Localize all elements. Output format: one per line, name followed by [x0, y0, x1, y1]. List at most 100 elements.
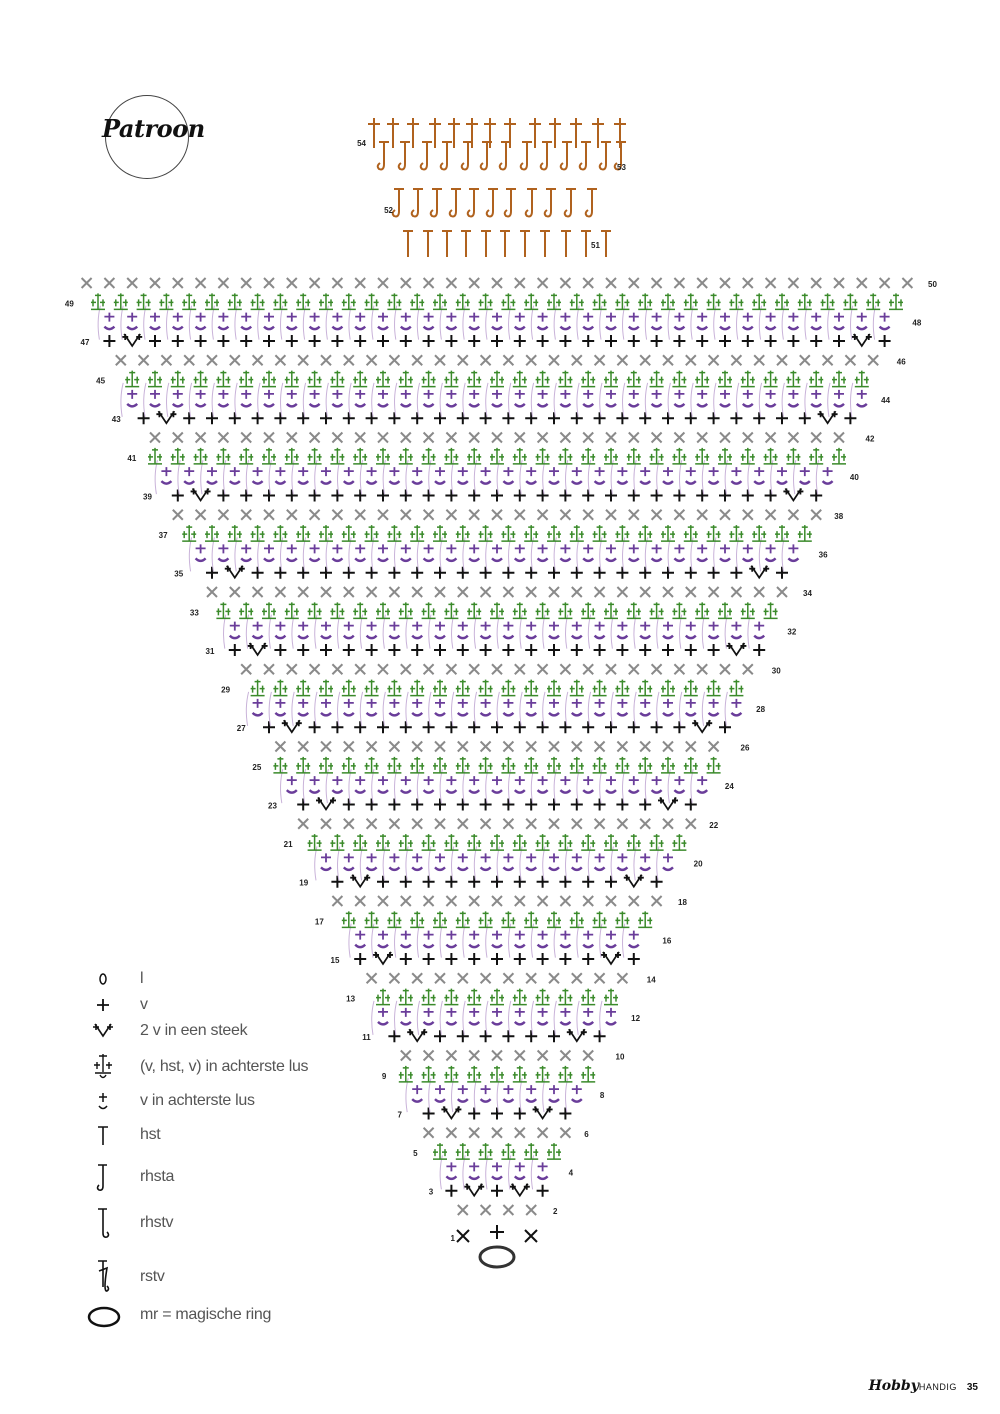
loop-arc: [542, 691, 546, 726]
loop-arc: [587, 460, 592, 495]
legend-item-val: v in achterste lus: [80, 1082, 400, 1122]
back-loop-arc: [434, 480, 446, 485]
back-loop-arc: [559, 402, 572, 408]
loop-arc: [633, 460, 637, 495]
back-loop-mark: [537, 930, 548, 940]
back-loop-arc: [593, 711, 606, 717]
back-loop-mark: [321, 698, 331, 708]
loop-arc: [485, 382, 489, 417]
single-crochet-mark: [411, 412, 424, 425]
single-crochet-mark: [753, 354, 765, 366]
shell-stitch-mark: [683, 679, 698, 697]
loop-arc: [485, 923, 489, 958]
single-crochet-mark: [764, 277, 777, 289]
loop-arc: [644, 305, 649, 340]
back-loop-mark: [252, 467, 263, 477]
round-label: 10: [616, 1053, 625, 1062]
single-crochet-mark: [491, 489, 503, 502]
shell-stitch-mark: [558, 988, 573, 1006]
single-crochet-mark: [320, 740, 332, 753]
round-51: [403, 230, 611, 257]
shell-stitch-mark: [319, 679, 333, 697]
shell-stitch-mark: [478, 679, 493, 697]
loop-arc: [599, 1000, 603, 1035]
shell-stitch-mark: [638, 293, 653, 311]
single-crochet-mark: [582, 875, 595, 888]
single-crochet-mark: [514, 509, 526, 521]
single-crochet-mark: [605, 875, 617, 888]
single-crochet-mark: [456, 643, 469, 656]
single-crochet-mark: [639, 566, 652, 579]
single-crochet-mark: [605, 895, 617, 907]
shell-stitch-mark: [547, 756, 561, 774]
loop-arc: [337, 691, 341, 726]
round-35: [206, 565, 788, 580]
single-crochet-mark: [194, 509, 207, 521]
back-loop-arc: [365, 866, 378, 872]
round-53: [376, 141, 626, 171]
single-crochet-mark: [263, 721, 275, 734]
single-crochet-mark: [582, 334, 595, 347]
single-crochet-mark: [844, 412, 857, 425]
back-loop-mark: [469, 1007, 480, 1017]
loop-arc: [325, 537, 329, 572]
back-loop-arc: [434, 866, 446, 872]
single-crochet-mark: [548, 412, 560, 425]
loop-arc: [587, 614, 592, 649]
single-crochet-mark: [833, 277, 845, 289]
single-crochet-mark: [377, 663, 389, 675]
single-crochet-mark: [331, 334, 344, 347]
single-crochet-mark: [297, 412, 310, 425]
loop-arc: [211, 305, 215, 340]
shell-stitch-mark: [262, 447, 276, 465]
loop-arc: [200, 460, 204, 495]
back-loop-mark: [754, 467, 765, 477]
single-crochet-mark: [684, 566, 697, 579]
post-stitch-mark: [563, 188, 576, 218]
single-crochet-mark: [354, 277, 366, 289]
single-crochet-mark: [434, 586, 446, 598]
single-crochet-mark: [628, 277, 640, 289]
back-loop-arc: [798, 480, 811, 485]
shell-stitch-mark: [649, 602, 664, 620]
round-36: [188, 537, 800, 572]
back-loop-mark: [560, 776, 571, 786]
shell-stitch-mark: [273, 679, 288, 697]
back-loop-mark: [378, 312, 388, 322]
shell-stitch-mark: [775, 293, 789, 311]
back-loop-arc: [411, 634, 424, 640]
single-crochet-mark: [696, 663, 708, 675]
single-crochet-mark: [525, 818, 537, 830]
shell-stitch-mark: [387, 756, 402, 774]
single-crochet-mark: [411, 586, 423, 598]
single-crochet-mark: [639, 354, 651, 366]
single-crochet-mark: [650, 895, 663, 907]
loop-arc: [736, 537, 740, 572]
back-loop-mark: [708, 698, 719, 708]
single-crochet-mark: [787, 334, 800, 347]
single-crochet-mark: [263, 509, 275, 521]
loop-arc: [439, 382, 443, 417]
round-49: [91, 293, 903, 311]
round-2: [457, 1204, 537, 1216]
shell-stitch-mark: [569, 525, 584, 542]
back-loop-arc: [639, 480, 652, 485]
loop-arc: [439, 923, 443, 958]
round-31: [228, 642, 766, 657]
single-crochet-mark: [605, 277, 617, 289]
round-label: 34: [803, 589, 812, 598]
shell-stitch-mark: [604, 834, 618, 851]
back-loop-mark: [526, 467, 537, 477]
back-loop-arc: [399, 402, 412, 408]
single-crochet-mark: [331, 663, 344, 675]
loop-arc: [644, 537, 649, 572]
post-stitch-mark: [376, 141, 389, 171]
loop-arc: [872, 305, 877, 340]
back-loop-arc: [160, 480, 173, 485]
back-loop-arc: [377, 789, 389, 794]
round-label: 45: [96, 377, 105, 386]
post-dc-icon: [98, 1260, 110, 1292]
shell-stitch-mark: [170, 370, 185, 388]
loop-arc: [371, 305, 375, 340]
back-loop-mark: [423, 389, 434, 399]
